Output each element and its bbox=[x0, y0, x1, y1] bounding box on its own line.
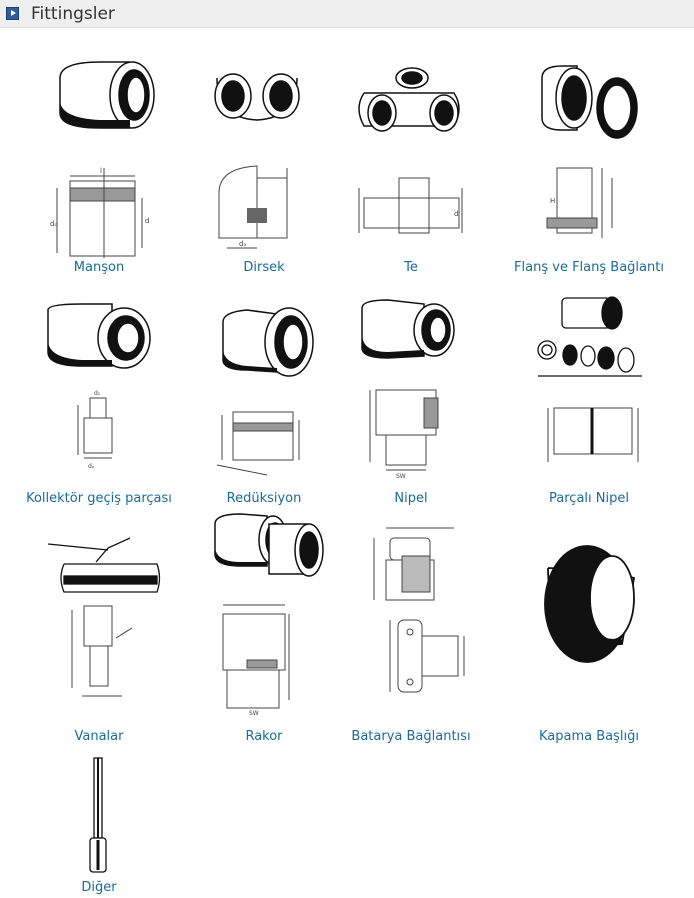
nipel-image: SW bbox=[361, 299, 455, 480]
item-parcali-nipel[interactable]: Parçalı Nipel bbox=[502, 290, 676, 512]
parcali-nipel-image bbox=[537, 296, 642, 462]
page-title: Fittingsler bbox=[31, 4, 115, 24]
rakor-image: SW bbox=[214, 513, 324, 717]
parcali-nipel-link[interactable]: Parçalı Nipel bbox=[549, 491, 629, 506]
item-te[interactable]: d Te bbox=[324, 48, 498, 282]
te-link[interactable]: Te bbox=[404, 260, 418, 275]
nipel-link[interactable]: Nipel bbox=[394, 491, 428, 506]
te-image: d bbox=[358, 67, 463, 234]
item-vanalar[interactable]: Vanalar bbox=[12, 518, 186, 746]
kapama-link[interactable]: Kapama Başlığı bbox=[539, 729, 639, 744]
svg-text:d: d bbox=[145, 217, 149, 225]
manson-image: l dₒ d bbox=[50, 61, 155, 258]
item-batarya[interactable]: Batarya Bağlantısı bbox=[324, 518, 498, 746]
batarya-link[interactable]: Batarya Bağlantısı bbox=[351, 729, 471, 744]
play-arrow-icon bbox=[6, 7, 19, 20]
kollektor-link[interactable]: Kollektör geçiş parçası bbox=[26, 491, 172, 506]
svg-text:dₒ: dₒ bbox=[50, 220, 57, 228]
reduksiyon-link[interactable]: Redüksiyon bbox=[226, 491, 302, 506]
rakor-link[interactable]: Rakor bbox=[245, 729, 283, 744]
svg-text:H: H bbox=[550, 197, 555, 205]
dirsek-link[interactable]: Dirsek bbox=[243, 260, 285, 275]
item-rakor[interactable]: SW Rakor bbox=[177, 510, 351, 746]
item-flans[interactable]: H Flanş ve Flanş Bağlantı bbox=[502, 48, 676, 282]
flans-image: H bbox=[541, 65, 638, 238]
diger-link[interactable]: Diğer bbox=[81, 880, 117, 895]
diger-image bbox=[89, 757, 107, 873]
item-kollektor[interactable]: d₁ dₒ Kollektör geçiş parçası bbox=[12, 290, 186, 512]
dirsek-image: dₒ bbox=[214, 73, 300, 249]
svg-text:dₒ: dₒ bbox=[239, 240, 246, 248]
svg-text:SW: SW bbox=[249, 710, 259, 717]
item-diger[interactable]: Diğer bbox=[12, 752, 186, 898]
item-kapama[interactable]: Kapama Başlığı bbox=[502, 518, 676, 746]
vanalar-image bbox=[47, 537, 161, 697]
kapama-image bbox=[544, 545, 636, 663]
kollektor-image: d₁ dₒ bbox=[47, 303, 151, 470]
item-nipel[interactable]: SW Nipel bbox=[324, 290, 498, 512]
page-header: Fittingsler bbox=[0, 0, 694, 28]
batarya-image bbox=[373, 527, 465, 693]
svg-text:d: d bbox=[454, 210, 458, 218]
item-manson[interactable]: l dₒ d Manşon bbox=[12, 48, 186, 282]
svg-text:d₁: d₁ bbox=[94, 390, 101, 397]
item-dirsek[interactable]: dₒ Dirsek bbox=[177, 48, 351, 282]
svg-text:SW: SW bbox=[396, 473, 406, 480]
flans-link[interactable]: Flanş ve Flanş Bağlantı bbox=[514, 260, 664, 275]
item-reduksiyon[interactable]: Redüksiyon bbox=[177, 290, 351, 512]
vanalar-link[interactable]: Vanalar bbox=[74, 729, 124, 744]
svg-text:dₒ: dₒ bbox=[88, 463, 95, 470]
reduksiyon-image bbox=[216, 307, 314, 476]
svg-text:l: l bbox=[100, 167, 102, 175]
manson-link[interactable]: Manşon bbox=[73, 260, 125, 275]
